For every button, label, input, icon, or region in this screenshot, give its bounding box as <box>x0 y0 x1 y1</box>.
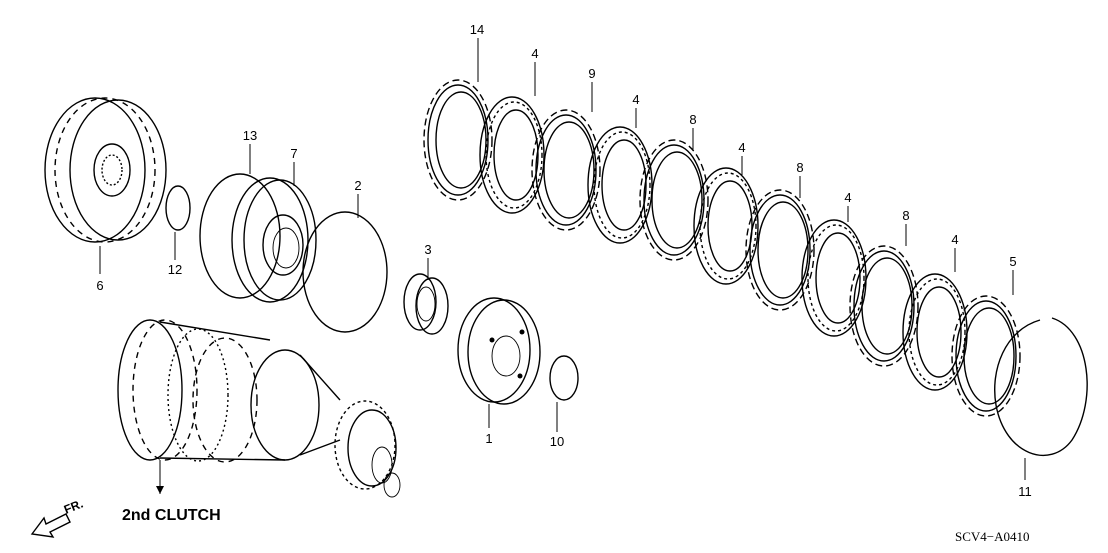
callout-10: 10 <box>550 434 564 449</box>
down-arrow-icon <box>156 486 164 494</box>
leader-lines <box>99 38 1026 494</box>
callout-4: 4 <box>738 140 745 155</box>
callout-14: 14 <box>470 22 484 37</box>
clutch-drum <box>44 97 167 243</box>
o-ring <box>302 211 388 333</box>
callout-2: 2 <box>354 178 361 193</box>
direction-label: FR. <box>62 497 85 517</box>
return-spring <box>403 273 449 335</box>
clutch-plate <box>745 189 815 311</box>
second-clutch-assembly <box>117 319 401 498</box>
clutch-disc <box>693 167 759 285</box>
callout-12: 12 <box>168 262 182 277</box>
callout-4: 4 <box>951 232 958 247</box>
callout-5: 5 <box>1009 254 1016 269</box>
clutch-plate <box>531 109 601 231</box>
callout-6: 6 <box>96 278 103 293</box>
snap-ring <box>994 317 1088 457</box>
clutch-piston <box>231 177 317 303</box>
callout-13: 13 <box>243 128 257 143</box>
clutch-disc <box>479 96 545 214</box>
clutch-plate <box>423 79 493 201</box>
callout-9: 9 <box>588 66 595 81</box>
clutch-disc <box>801 219 867 337</box>
assembly-caption: 2nd CLUTCH <box>122 507 221 524</box>
callout-8: 8 <box>902 208 909 223</box>
drawing-code: SCV4−A0410 <box>955 529 1030 544</box>
clutch-disc <box>587 126 653 244</box>
clutch-plate <box>849 245 919 367</box>
front-arrow-icon <box>30 513 71 538</box>
callout-4: 4 <box>531 46 538 61</box>
snap-ring <box>165 185 191 231</box>
snap-ring <box>549 355 579 401</box>
callout-11: 11 <box>1018 484 1032 499</box>
callout-4: 4 <box>844 190 851 205</box>
callout-7: 7 <box>290 146 297 161</box>
callout-3: 3 <box>424 242 431 257</box>
callout-8: 8 <box>796 160 803 175</box>
o-ring <box>199 173 281 299</box>
callout-8: 8 <box>689 112 696 127</box>
spring-retainer <box>457 297 541 405</box>
callout-4: 4 <box>632 92 639 107</box>
callout-1: 1 <box>485 431 492 446</box>
